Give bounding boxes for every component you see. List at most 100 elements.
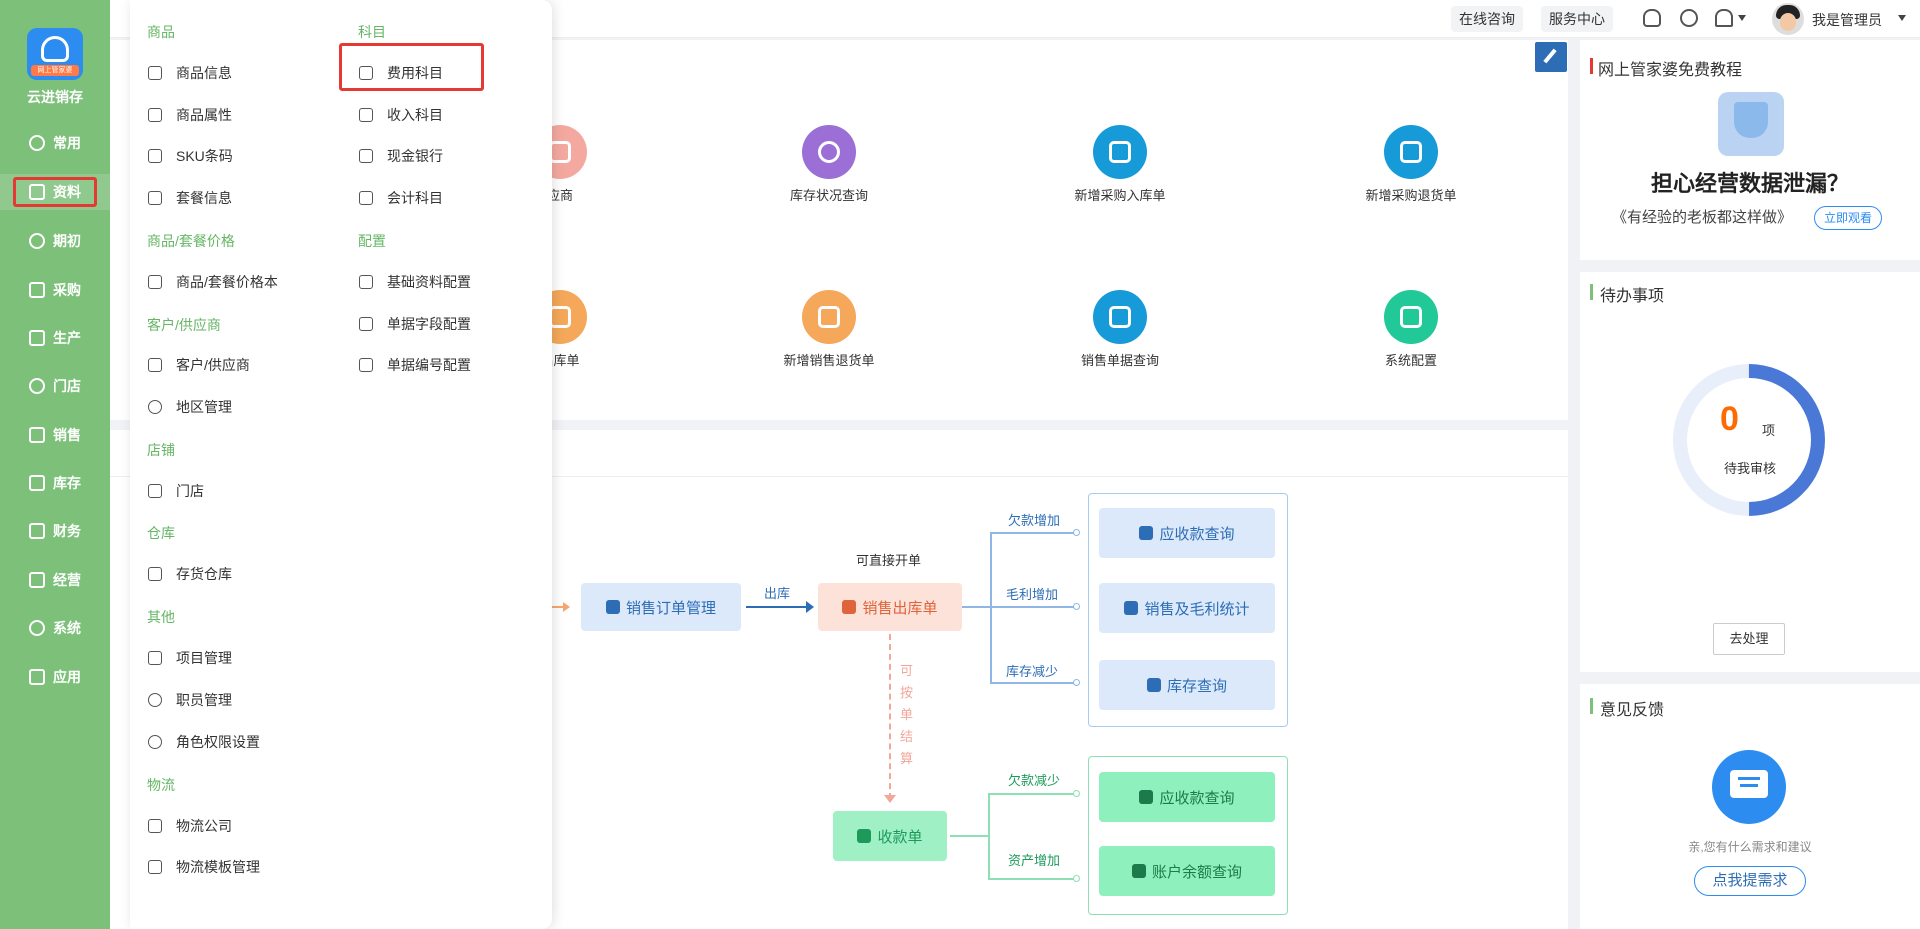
service-center-button[interactable]: 服务中心 <box>1541 6 1613 32</box>
user-icon <box>148 693 162 707</box>
menu-item-region[interactable]: 地区管理 <box>148 393 232 421</box>
menu-item-sku[interactable]: SKU条码 <box>148 142 233 170</box>
sidebar-item-opening[interactable]: 期初 <box>0 223 110 259</box>
connector-dot <box>1073 603 1080 610</box>
menu-item-logistics-template[interactable]: 物流模板管理 <box>148 853 260 881</box>
menu-item-goods-info[interactable]: 商品信息 <box>148 59 232 87</box>
online-consult-button[interactable]: 在线咨询 <box>1451 6 1523 32</box>
shortcut-system-config[interactable]: 系统配置 <box>1331 290 1491 369</box>
sidebar-item-production[interactable]: 生产 <box>0 320 110 356</box>
sales-order-box[interactable]: 销售订单管理 <box>581 583 741 631</box>
app-logo[interactable]: 网上管家婆 <box>27 28 83 80</box>
chevron-down-icon[interactable] <box>1738 15 1746 21</box>
watch-now-button[interactable]: 立即观看 <box>1814 206 1883 230</box>
menu-section-shop: 店铺 <box>147 442 175 458</box>
bell-icon[interactable] <box>1715 9 1733 27</box>
wallet-icon <box>359 149 373 163</box>
branch-line <box>988 793 990 879</box>
menu-item-number-config[interactable]: 单据编号配置 <box>359 351 471 379</box>
return-cart-icon <box>1384 125 1438 179</box>
menu-item-accounting[interactable]: 会计科目 <box>359 184 443 212</box>
star-icon <box>29 135 45 151</box>
username[interactable]: 我是管理员 <box>1812 12 1882 28</box>
house-icon <box>1146 678 1161 692</box>
order-icon <box>605 600 620 614</box>
sidebar-item-finance[interactable]: 财务 <box>0 513 110 549</box>
sidebar-item-business[interactable]: 经营 <box>0 562 110 598</box>
flow-panel-divider <box>110 476 1568 477</box>
sidebar-item-common[interactable]: 常用 <box>0 125 110 161</box>
sidebar-item-apps[interactable]: 应用 <box>0 659 110 695</box>
income-doc-icon <box>359 108 373 122</box>
menu-item-project[interactable]: 项目管理 <box>148 644 232 672</box>
flow-dashed-line <box>889 634 891 799</box>
sidebar-item-store[interactable]: 门店 <box>0 368 110 404</box>
shortcut-purchase-in[interactable]: 新增采购入库单 <box>1040 125 1200 204</box>
receivable-icon <box>1139 790 1154 804</box>
shortcut-purchase-return[interactable]: 新增采购退货单 <box>1331 125 1491 204</box>
menu-item-field-config[interactable]: 单据字段配置 <box>359 310 471 338</box>
menu-item-store[interactable]: 门店 <box>148 477 204 505</box>
arrow-head-icon <box>806 601 814 613</box>
sidebar-item-inventory[interactable]: 库存 <box>0 465 110 501</box>
todo-title: 待办事项 <box>1600 288 1665 305</box>
menu-item-goods-attr[interactable]: 商品属性 <box>148 101 232 129</box>
menu-item-cash-bank[interactable]: 现金银行 <box>359 142 443 170</box>
menu-item-package[interactable]: 套餐信息 <box>148 184 232 212</box>
wallet-icon <box>1131 864 1146 878</box>
sidebar-item-data[interactable]: 资料 <box>0 174 110 210</box>
receipt-icon <box>857 829 872 843</box>
stats-icon <box>1124 601 1139 615</box>
highlight-box <box>339 43 484 91</box>
menu-item-price-book[interactable]: 商品/套餐价格本 <box>148 268 278 296</box>
menu-item-income-account[interactable]: 收入科目 <box>359 101 443 129</box>
result-group-green <box>1088 756 1288 915</box>
plus-icon <box>29 669 45 685</box>
document-icon <box>29 184 45 200</box>
menu-item-logistics-co[interactable]: 物流公司 <box>148 812 232 840</box>
config-doc-icon <box>359 275 373 289</box>
menu-item-basic-config[interactable]: 基础资料配置 <box>359 268 471 296</box>
receipt-box[interactable]: 收款单 <box>833 811 947 861</box>
branch-line <box>962 606 990 608</box>
receivable-query-box[interactable]: 应收款查询 <box>1099 508 1275 558</box>
field-config-icon <box>359 317 373 331</box>
receivable-query-box-2[interactable]: 应收款查询 <box>1099 772 1275 822</box>
factory-icon <box>29 330 45 346</box>
connector-dot <box>1073 790 1080 797</box>
sidebar-item-sales[interactable]: 销售 <box>0 417 110 453</box>
shortcut-sales-query[interactable]: 销售单据查询 <box>1040 290 1200 369</box>
feedback-chat-icon[interactable] <box>1712 750 1786 824</box>
sidebar-item-purchase[interactable]: 采购 <box>0 272 110 308</box>
sales-out-box[interactable]: 销售出库单 <box>818 583 962 631</box>
menu-item-customer[interactable]: 客户/供应商 <box>148 351 250 379</box>
submit-request-button[interactable]: 点我提需求 <box>1694 866 1806 896</box>
flow-vertical-note: 可按单结算 <box>900 663 914 766</box>
shortcut-stock-status[interactable]: 库存状况查询 <box>749 125 909 204</box>
menu-item-roles[interactable]: 角色权限设置 <box>148 728 260 756</box>
warehouse-icon <box>148 567 162 581</box>
sidebar-item-system[interactable]: 系统 <box>0 610 110 646</box>
menu-item-expense-account[interactable]: 费用科目 <box>359 59 443 87</box>
sales-profit-box[interactable]: 销售及毛利统计 <box>1099 583 1275 633</box>
balance-query-box[interactable]: 账户余额查询 <box>1099 846 1275 896</box>
shortcut-sales-return[interactable]: 新增销售退货单 <box>749 290 909 369</box>
tutorial-subtitle: 《有经验的老板都这样做》 <box>1612 209 1793 226</box>
doc-search-icon <box>1093 290 1147 344</box>
cloud-download-icon[interactable] <box>1643 9 1661 27</box>
flow-note-direct: 可直接开单 <box>856 553 922 568</box>
menu-section-accounts: 科目 <box>358 24 386 40</box>
avatar[interactable] <box>1772 3 1804 35</box>
stock-query-box[interactable]: 库存查询 <box>1099 660 1275 710</box>
search-icon[interactable] <box>1680 9 1698 27</box>
edit-icon[interactable] <box>1535 42 1567 72</box>
menu-item-stock-warehouse[interactable]: 存货仓库 <box>148 560 232 588</box>
bar-chart-icon <box>29 427 45 443</box>
highlight-box <box>13 177 97 207</box>
chevron-down-icon[interactable] <box>1898 15 1906 21</box>
menu-section-other: 其他 <box>147 609 175 625</box>
menu-item-staff[interactable]: 职员管理 <box>148 686 232 714</box>
handle-todo-button[interactable]: 去处理 <box>1713 623 1785 655</box>
package-icon <box>148 191 162 205</box>
data-dropdown-menu: 商品 商品信息 商品属性 SKU条码 套餐信息 商品/套餐价格 商品/套餐价格本… <box>130 0 552 929</box>
